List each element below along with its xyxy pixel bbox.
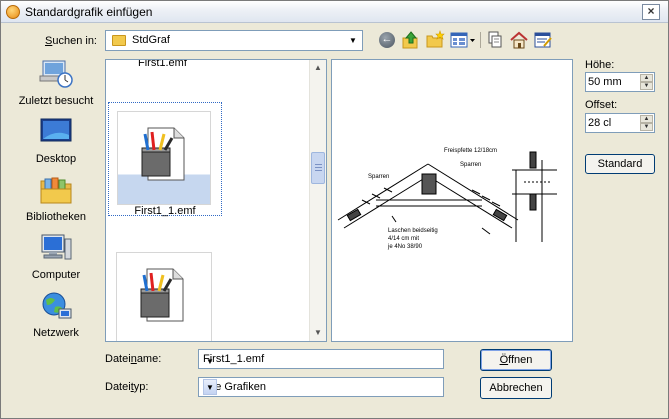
preview-pane: Freispfette 12/18cm Sparren Sparren Lasc…	[331, 59, 573, 342]
network-icon	[42, 292, 72, 319]
spin-down-icon[interactable]: ▼	[640, 82, 653, 90]
desktop-icon	[40, 118, 72, 142]
computer-icon	[41, 234, 72, 260]
preview-label: 4/14 cm mit	[388, 236, 419, 242]
file-item-label: First1_1.emf	[134, 205, 196, 217]
open-button-accesskey: Ö	[499, 354, 509, 366]
file-item-label[interactable]: First1.emf	[138, 59, 187, 69]
title-bar[interactable]: Standardgrafik einfügen ×	[1, 1, 668, 23]
preview-label: je 4No 38/90	[387, 244, 423, 250]
preview-drawing: Freispfette 12/18cm Sparren Sparren Lasc…	[337, 148, 557, 250]
place-desktop[interactable]: Desktop	[13, 117, 99, 173]
filename-input[interactable]: First1_1.emf ▼	[198, 349, 444, 369]
lookin-dropdown[interactable]: StdGraf ▼	[105, 30, 363, 51]
filename-label-rest: ame:	[136, 353, 162, 365]
up-folder-button[interactable]	[401, 30, 421, 50]
copy-button[interactable]	[485, 30, 505, 50]
recent-places-icon	[39, 60, 73, 88]
preview-label: Freispfette 12/18cm	[444, 148, 497, 154]
graphic-document-icon	[140, 268, 184, 322]
up-folder-icon	[402, 31, 418, 49]
lookin-label: Suchen in:	[45, 35, 97, 47]
filetype-label-accesskey: t	[130, 381, 134, 393]
grip-line	[315, 167, 322, 168]
scroll-up-icon[interactable]: ▲	[310, 60, 326, 76]
filetype-label: Dateityp:	[105, 381, 148, 393]
spin-down-icon[interactable]: ▼	[640, 123, 653, 131]
file-item-selected[interactable]: First1_1.emf	[108, 102, 222, 217]
grip-line	[315, 170, 322, 171]
filetype-label-rest: yp:	[133, 381, 149, 393]
place-computer[interactable]: Computer	[13, 233, 99, 289]
place-label: Zuletzt besucht	[18, 95, 94, 107]
spin-up-icon[interactable]: ▲	[640, 115, 653, 123]
height-label: Höhe:	[585, 59, 615, 71]
height-input[interactable]: 50 mm ▲ ▼	[585, 72, 655, 92]
places-bar: Zuletzt besucht Desktop Bibliotheken	[13, 59, 99, 347]
place-network[interactable]: Netzwerk	[13, 291, 99, 347]
file-thumbnail	[117, 111, 211, 205]
libraries-icon	[40, 177, 72, 204]
place-label: Bibliotheken	[26, 211, 86, 223]
offset-value: 28 cl	[588, 117, 612, 129]
back-icon: ←	[379, 32, 395, 48]
preview-label: Laschen beidseitig	[388, 228, 438, 234]
lookin-value: StdGraf	[132, 34, 170, 46]
properties-button[interactable]	[533, 30, 553, 50]
close-icon: ×	[647, 4, 655, 18]
open-button[interactable]: Öffnen	[480, 349, 552, 371]
filetype-label-prefix: Datei	[105, 381, 131, 393]
views-menu-button[interactable]	[449, 30, 477, 50]
file-list-scrollbar[interactable]: ▲ ▼	[309, 60, 326, 341]
grip-line	[315, 164, 322, 165]
preview-label: Sparren	[368, 174, 389, 180]
filename-label-prefix: Datei	[105, 353, 131, 365]
lookin-label-accesskey: S	[45, 35, 53, 47]
home-button[interactable]	[509, 30, 529, 50]
close-button[interactable]: ×	[642, 4, 660, 20]
file-item[interactable]	[116, 252, 212, 341]
graphic-document-icon	[141, 127, 185, 181]
filename-value: First1_1.emf	[203, 353, 265, 365]
chevron-down-icon[interactable]: ▼	[203, 379, 217, 395]
filename-label: Dateiname:	[105, 353, 161, 365]
file-list[interactable]: First1.emf First1_1.emf	[105, 59, 327, 342]
home-icon	[510, 31, 528, 49]
lookin-label-rest: uchen in:	[52, 35, 97, 47]
height-value: 50 mm	[588, 76, 622, 88]
preview-label: Sparren	[460, 162, 481, 168]
scrollbar-thumb[interactable]	[311, 152, 325, 184]
open-button-rest: ffnen	[508, 354, 533, 366]
window-title: Standardgrafik einfügen	[25, 5, 153, 19]
filetype-dropdown[interactable]: Alle Grafiken ▼	[198, 377, 444, 397]
scroll-down-icon[interactable]: ▼	[310, 325, 326, 341]
place-label: Desktop	[35, 153, 77, 165]
chevron-down-icon[interactable]: ▼	[349, 36, 357, 45]
app-icon	[6, 5, 20, 19]
cancel-button[interactable]: Abbrechen	[480, 377, 552, 399]
toolbar-separator	[480, 32, 481, 48]
filetype-value: Alle Grafiken	[203, 381, 266, 393]
filename-label-accesskey: n	[130, 353, 137, 365]
place-label: Computer	[31, 269, 81, 281]
offset-label: Offset:	[585, 99, 618, 111]
chevron-down-icon[interactable]: ▼	[206, 357, 214, 366]
new-folder-icon	[426, 30, 445, 48]
folder-icon	[112, 35, 126, 46]
spin-up-icon[interactable]: ▲	[640, 74, 653, 82]
views-menu-icon	[450, 32, 475, 48]
place-label: Netzwerk	[33, 327, 79, 339]
properties-icon	[534, 32, 552, 48]
place-recent[interactable]: Zuletzt besucht	[13, 59, 99, 115]
offset-input[interactable]: 28 cl ▲ ▼	[585, 113, 655, 133]
copy-icon	[488, 31, 502, 48]
new-folder-button[interactable]	[425, 30, 445, 50]
place-libraries[interactable]: Bibliotheken	[13, 175, 99, 231]
standard-button[interactable]: Standard	[585, 154, 655, 174]
back-button[interactable]: ←	[377, 30, 397, 50]
